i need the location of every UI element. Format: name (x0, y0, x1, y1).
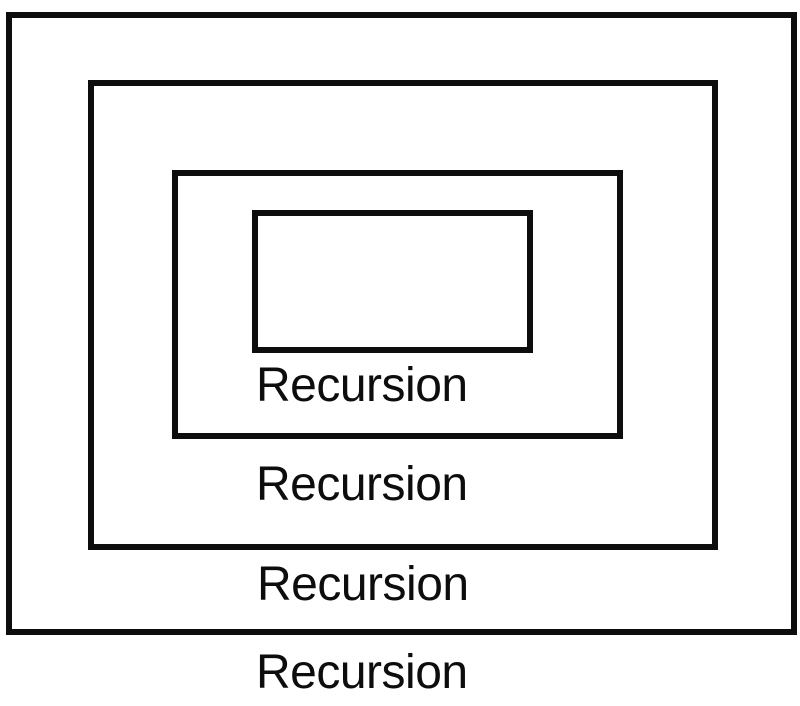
third-frame (172, 170, 623, 439)
recursion-label-depth-2: Recursion (257, 558, 469, 611)
second-frame (88, 80, 718, 550)
recursion-label-depth-4: Recursion (256, 359, 468, 412)
outermost-frame (6, 12, 797, 635)
innermost-frame (252, 210, 533, 353)
recursion-label-depth-1: Recursion (256, 646, 468, 699)
recursion-label-depth-3: Recursion (256, 458, 468, 511)
